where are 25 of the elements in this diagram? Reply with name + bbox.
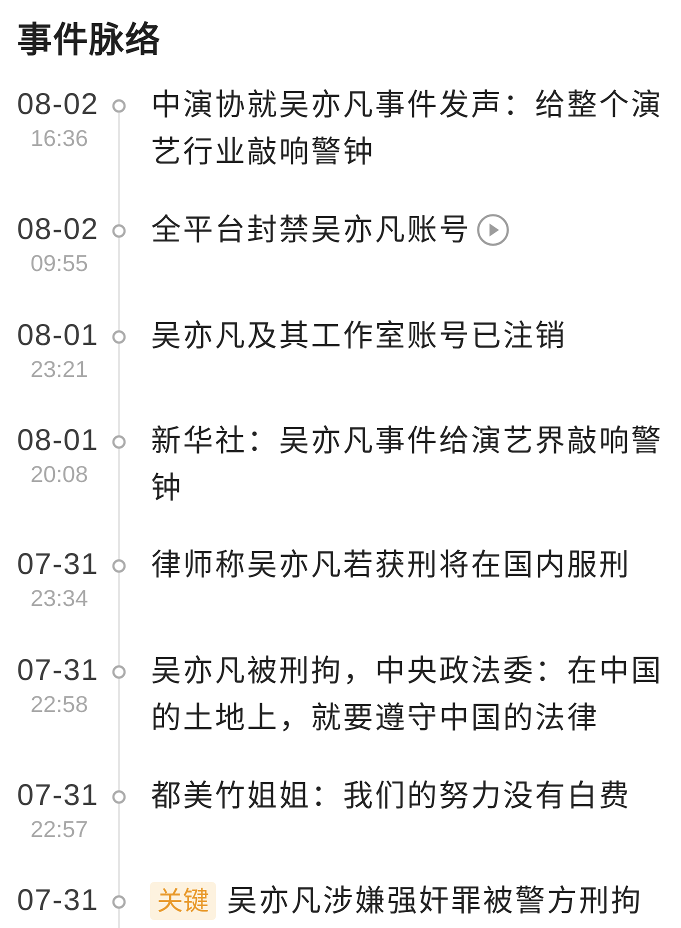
time-label: 23:34 xyxy=(30,585,88,611)
event-headline: 全平台封禁吴亦凡账号 xyxy=(151,212,471,248)
time-label: 20:08 xyxy=(30,461,88,487)
event-headline: 中演协就吴亦凡事件发声：给整个演艺行业敲响警钟 xyxy=(151,88,664,170)
time-label: 16:36 xyxy=(30,125,88,151)
event-headline: 新华社：吴亦凡事件给演艺界敲响警钟 xyxy=(151,424,664,506)
event-headline: 律师称吴亦凡若获刑将在国内服刑 xyxy=(151,548,631,584)
date-label: 07-31 xyxy=(17,884,99,918)
event-headline: 吴亦凡及其工作室账号已注销 xyxy=(151,318,567,354)
event-headline: 都美竹姐姐：我们的努力没有白费 xyxy=(151,778,631,814)
date-label: 08-02 xyxy=(17,88,99,122)
time-label: 22:57 xyxy=(30,816,88,842)
date-label: 08-01 xyxy=(17,424,99,458)
date-label: 07-31 xyxy=(17,779,99,813)
section-title: 事件脉络 xyxy=(17,20,161,62)
time-label: 23:21 xyxy=(30,356,88,382)
event-headline: 吴亦凡涉嫌强奸罪被警方刑拘 xyxy=(227,884,643,920)
time-label: 09:55 xyxy=(30,250,88,276)
event-headline: 吴亦凡被刑拘，中央政法委：在中国的土地上，就要遵守中国的法律 xyxy=(151,654,664,736)
date-label: 08-01 xyxy=(17,319,99,353)
time-label: 22:58 xyxy=(30,691,88,717)
date-label: 08-02 xyxy=(17,213,99,247)
date-label: 07-31 xyxy=(17,654,99,688)
highlight-tag: 关键 xyxy=(150,882,216,920)
date-label: 07-31 xyxy=(17,548,99,582)
